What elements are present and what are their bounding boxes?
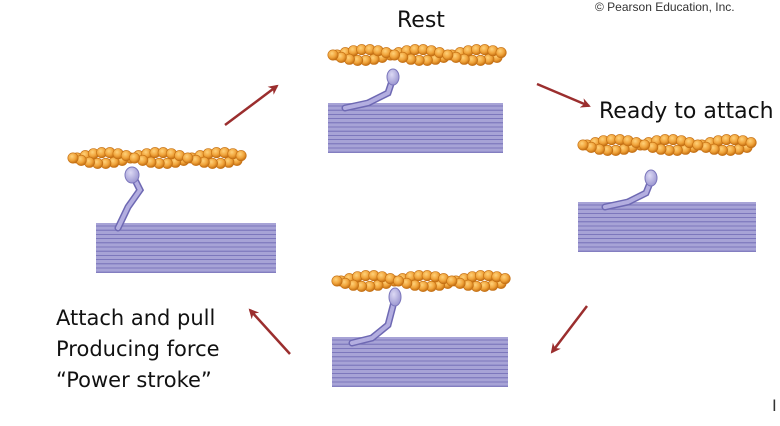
arrow-ready-to-attached	[550, 305, 588, 354]
myosin-head	[348, 287, 402, 347]
actin-bead	[67, 152, 79, 164]
myosin-head	[341, 68, 400, 112]
power-stroke-label: Attach and pull Producing force “Power s…	[56, 303, 220, 396]
actin-filament	[327, 44, 507, 66]
myosin-band	[578, 202, 756, 252]
stage-ready	[577, 134, 757, 252]
power-stroke-line-2: Producing force	[56, 337, 220, 361]
actin-bead	[446, 275, 458, 287]
rest-stage-label: Rest	[397, 8, 445, 33]
actin-bead	[442, 49, 454, 61]
myosin-filament	[96, 223, 276, 273]
actin-bead	[327, 49, 339, 61]
myosin-band	[96, 223, 276, 273]
actin-bead	[392, 275, 404, 287]
actin-filament	[577, 134, 757, 156]
actin-filament	[331, 270, 511, 292]
copyright-notice: © Pearson Education, Inc.	[595, 0, 735, 14]
actin-bead	[388, 49, 400, 61]
actin-bead	[129, 152, 141, 164]
actin-bead	[577, 139, 589, 151]
ready-stage-label: Ready to attach	[599, 99, 774, 124]
stage-rest	[327, 44, 507, 153]
actin-filament	[67, 147, 247, 169]
arrow-power-to-rest	[224, 84, 279, 126]
myosin-filament	[332, 337, 508, 387]
arrow-rest-to-ready	[536, 82, 591, 108]
actin-bead	[331, 275, 343, 287]
actin-bead	[745, 137, 757, 149]
actin-bead	[235, 150, 247, 162]
myosin-filament	[578, 202, 756, 252]
stray-mark: I	[772, 396, 777, 415]
actin-bead	[499, 273, 511, 285]
stage-attached	[331, 270, 511, 387]
myosin-band	[332, 337, 508, 387]
myosin-band	[328, 103, 503, 153]
power-stroke-line-3: “Power stroke”	[56, 368, 212, 392]
stage-power-stroke	[67, 147, 276, 273]
actin-bead	[638, 139, 650, 151]
actin-bead	[182, 152, 194, 164]
myosin-head	[114, 166, 145, 232]
myosin-filament	[328, 103, 503, 153]
actin-bead	[495, 47, 507, 59]
arrow-attached-to-power	[248, 308, 291, 355]
power-stroke-line-1: Attach and pull	[56, 306, 216, 330]
actin-bead	[692, 139, 704, 151]
myosin-head	[601, 169, 658, 211]
